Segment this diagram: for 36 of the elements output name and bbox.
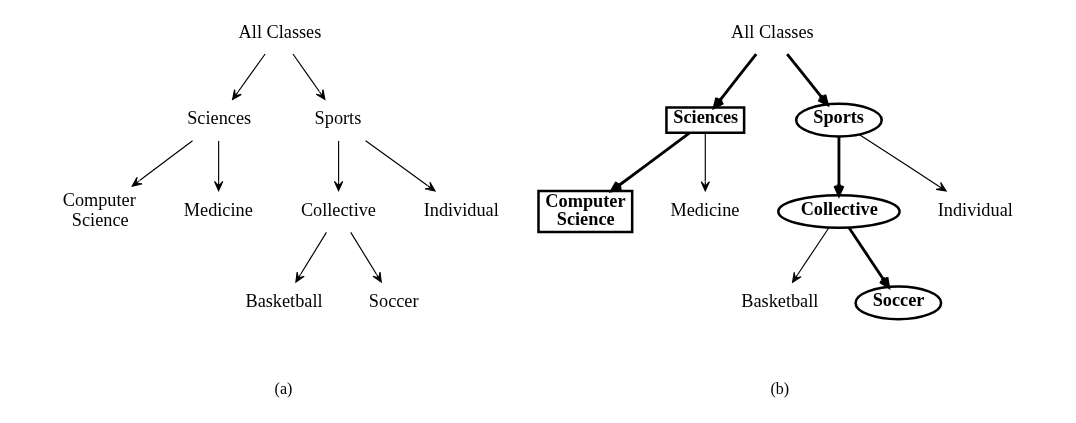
node-text: Sciences xyxy=(186,108,251,129)
arrow xyxy=(231,53,266,101)
node-box: Computer Science xyxy=(536,189,633,234)
node-text: Individual xyxy=(423,199,499,220)
node-text: Medicine xyxy=(183,199,253,220)
node-text: Sports xyxy=(314,108,361,129)
arrow xyxy=(291,53,325,101)
node-text: Soccer xyxy=(368,291,419,312)
arrow xyxy=(364,140,435,192)
label: (b) xyxy=(769,379,789,397)
node-box: Sciences xyxy=(664,106,745,134)
arrow xyxy=(832,136,844,197)
arrow xyxy=(294,231,327,283)
arrow xyxy=(785,53,829,106)
node-text: Basketball xyxy=(740,291,818,312)
label: (a) xyxy=(274,379,292,397)
arrow xyxy=(609,131,690,193)
node-text: Collective xyxy=(300,199,376,220)
arrow xyxy=(333,140,343,192)
arrow xyxy=(858,133,947,192)
arrow xyxy=(131,140,193,187)
arrow xyxy=(712,53,757,109)
node-ellipse: Soccer xyxy=(853,285,942,321)
arrow xyxy=(213,140,223,192)
node-text: All Classes xyxy=(730,21,814,42)
node-text: Basketball xyxy=(244,291,323,312)
arrow xyxy=(847,226,890,289)
node-text: All Classes xyxy=(238,21,321,42)
node-text: Individual xyxy=(937,199,1013,220)
node-ellipse: Collective xyxy=(776,193,901,230)
arrow xyxy=(700,132,710,192)
node-text: Computer Science xyxy=(62,189,136,231)
node-text: Medicine xyxy=(669,199,739,220)
node-ellipse: Sports xyxy=(794,102,883,138)
arrow xyxy=(791,227,829,283)
arrow xyxy=(349,231,382,283)
